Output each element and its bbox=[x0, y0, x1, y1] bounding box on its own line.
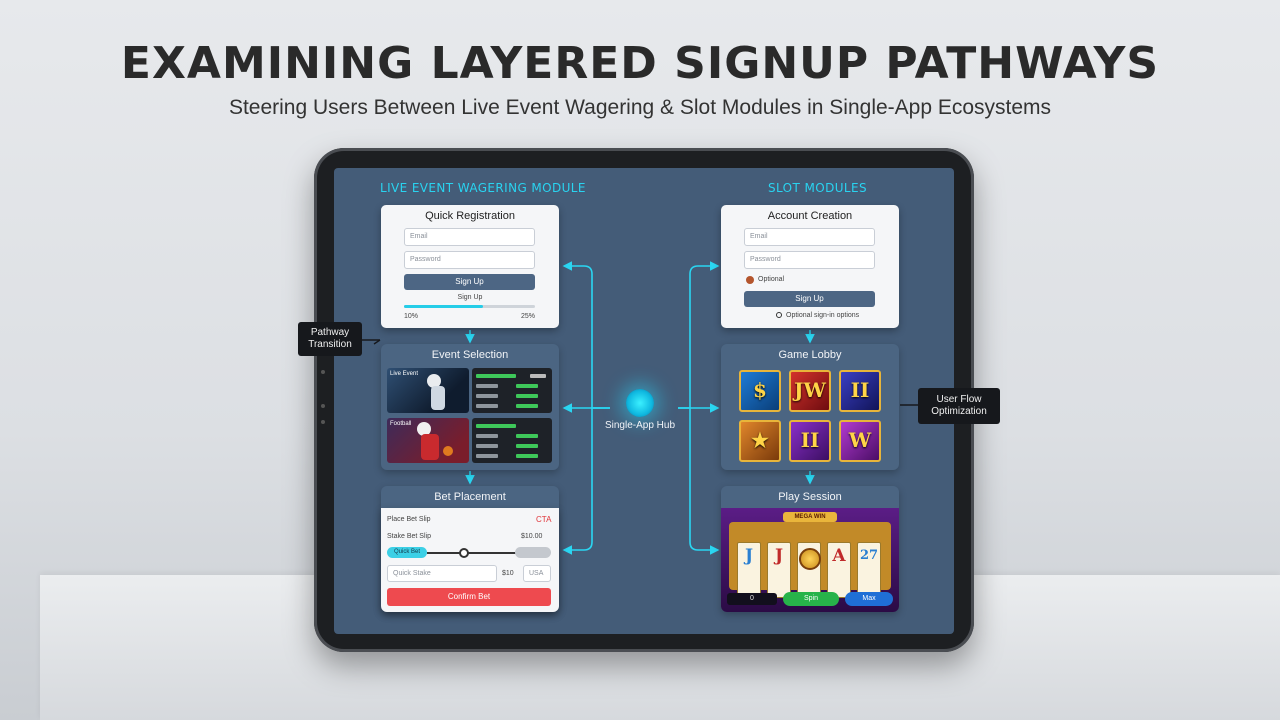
bet-slip-row-1-label: Place Bet Slip bbox=[387, 516, 431, 523]
game-lobby-panel: Game Lobby $ JW II ★ II W bbox=[721, 344, 899, 470]
play-session-panel: Play Session MEGA WIN J J Q A 27 0 Spin … bbox=[721, 486, 899, 612]
confirm-bet-button[interactable]: Confirm Bet bbox=[387, 588, 551, 606]
slot-game-tile[interactable]: $ bbox=[739, 370, 781, 412]
account-creation-title: Account Creation bbox=[767, 210, 853, 222]
signup-progress-label: Sign Up bbox=[457, 294, 483, 301]
slot-module-title: SLOT MODULES bbox=[768, 181, 867, 195]
event-odds-panel-2[interactable] bbox=[472, 418, 552, 463]
slot-game-tile[interactable]: ★ bbox=[739, 420, 781, 462]
side-button-dot bbox=[321, 404, 325, 408]
optional-label: Optional bbox=[758, 276, 785, 283]
bet-slip-row-2-label: Stake Bet Slip bbox=[387, 533, 431, 540]
game-lobby-title: Game Lobby bbox=[778, 349, 842, 361]
slot-game-tile[interactable]: II bbox=[839, 370, 881, 412]
user-flow-callout: User Flow Optimization bbox=[918, 388, 1000, 424]
side-button-dot bbox=[321, 370, 325, 374]
bet-slip-row-2-value: $10.00 bbox=[521, 533, 543, 540]
progress-start-label: 10% bbox=[404, 313, 419, 320]
slot-machine-screen: MEGA WIN J J Q A 27 0 Spin Max bbox=[721, 508, 899, 612]
single-app-hub-node bbox=[626, 389, 654, 417]
jackpot-wheel-icon bbox=[799, 548, 821, 570]
avatar-icon bbox=[746, 276, 754, 284]
signup-progress-fill bbox=[404, 305, 483, 308]
max-bet-button[interactable]: Max bbox=[845, 592, 893, 606]
slot-game-tile[interactable]: W bbox=[839, 420, 881, 462]
quick-registration-card: Quick Registration Email Password Sign U… bbox=[381, 205, 559, 328]
event-odds-panel-1[interactable] bbox=[472, 368, 552, 413]
slot-game-tile[interactable]: II bbox=[789, 420, 831, 462]
password-field[interactable]: Password bbox=[404, 251, 535, 269]
quick-registration-title: Quick Registration bbox=[425, 210, 515, 222]
slot-game-tile[interactable]: JW bbox=[789, 370, 831, 412]
player-figure-icon bbox=[431, 386, 445, 410]
stake-slider-track bbox=[427, 552, 517, 554]
signup-progress-track bbox=[404, 305, 535, 308]
soccer-ball-icon bbox=[417, 422, 431, 436]
signup-button[interactable]: Sign Up bbox=[404, 274, 535, 290]
stake-slider-handle[interactable] bbox=[459, 548, 469, 558]
reel-symbol: 27 bbox=[857, 542, 881, 598]
event-thumbnail-1[interactable]: Live Event bbox=[387, 368, 469, 413]
signup-button[interactable]: Sign Up bbox=[744, 291, 875, 307]
balance-display: 0 bbox=[727, 593, 777, 605]
email-field[interactable]: Email bbox=[404, 228, 535, 246]
event-selection-panel: Event Selection Live Event Football bbox=[381, 344, 559, 470]
reel-symbol: J bbox=[767, 542, 791, 598]
bet-placement-panel: Bet Placement Place Bet Slip CTA Stake B… bbox=[381, 486, 559, 612]
pathway-transition-callout: Pathway Transition bbox=[298, 322, 362, 356]
play-session-title: Play Session bbox=[778, 491, 842, 503]
currency-field[interactable]: USA bbox=[523, 565, 551, 582]
password-field[interactable]: Password bbox=[744, 251, 875, 269]
email-field[interactable]: Email bbox=[744, 228, 875, 246]
stake-input[interactable]: Quick Stake bbox=[387, 565, 497, 582]
soccer-ball-icon bbox=[427, 374, 441, 388]
quick-bet-pill[interactable]: Quick Bet bbox=[387, 547, 427, 558]
bet-slip-card: Place Bet Slip CTA Stake Bet Slip $10.00… bbox=[381, 508, 559, 612]
event-1-label: Live Event bbox=[390, 371, 419, 377]
page-subtitle: Steering Users Between Live Event Wageri… bbox=[228, 96, 1052, 119]
cta-label: CTA bbox=[536, 515, 552, 524]
event-2-label: Football bbox=[390, 421, 412, 427]
reel-symbol: A bbox=[827, 542, 851, 598]
info-icon bbox=[776, 312, 782, 318]
basketball-icon bbox=[443, 446, 453, 456]
signin-options-text: Optional sign-in options bbox=[786, 312, 860, 319]
side-button-dot bbox=[321, 420, 325, 424]
spin-button[interactable]: Spin bbox=[783, 592, 839, 606]
event-thumbnail-2[interactable]: Football bbox=[387, 418, 469, 463]
progress-end-label: 25% bbox=[521, 313, 536, 320]
event-selection-title: Event Selection bbox=[431, 349, 509, 361]
player-figure-icon bbox=[421, 434, 439, 460]
mega-win-banner: MEGA WIN bbox=[783, 512, 837, 522]
reel-symbol: J bbox=[737, 542, 761, 598]
hub-label: Single-App Hub bbox=[604, 420, 676, 431]
max-stake-pill[interactable] bbox=[515, 547, 551, 558]
stake-amount: $10 bbox=[502, 570, 514, 577]
live-module-title: LIVE EVENT WAGERING MODULE bbox=[380, 181, 586, 195]
bet-placement-title: Bet Placement bbox=[434, 491, 506, 503]
reel-frame: J J Q A 27 bbox=[729, 522, 891, 598]
page-title: EXAMINING LAYERED SIGNUP PATHWAYS bbox=[120, 38, 1160, 89]
account-creation-card: Account Creation Email Password Optional… bbox=[721, 205, 899, 328]
